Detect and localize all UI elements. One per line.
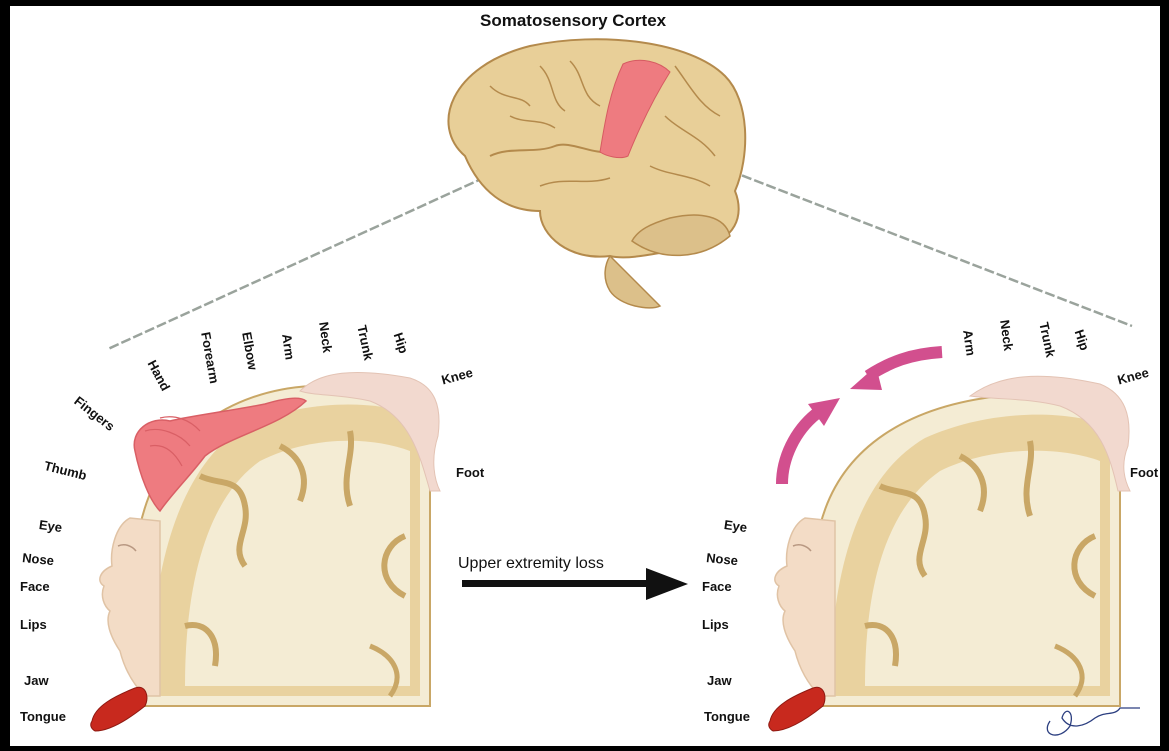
label-tongue-right: Tongue (704, 710, 750, 723)
arrow-label: Upper extremity loss (458, 556, 604, 572)
label-lips: Lips (20, 618, 47, 631)
label-neck-right: Neck (998, 319, 1015, 352)
label-eye-right: Eye (723, 518, 748, 534)
tongue-representation-right (769, 687, 825, 731)
face-representation-right (775, 518, 835, 696)
label-face: Face (20, 580, 50, 593)
illustration (10, 6, 1160, 746)
label-jaw-right: Jaw (707, 674, 732, 687)
label-foot: Foot (456, 466, 484, 479)
label-face-right: Face (702, 580, 732, 593)
label-nose: Nose (22, 551, 55, 567)
label-tongue: Tongue (20, 710, 66, 723)
label-lips-right: Lips (702, 618, 729, 631)
diagram-title: Somatosensory Cortex (480, 12, 666, 29)
reorg-arrow-2 (782, 414, 816, 484)
tongue-representation (91, 687, 147, 731)
label-foot-right: Foot (1130, 466, 1158, 479)
brain-illustration (448, 39, 745, 308)
label-eye: Eye (38, 518, 63, 534)
label-jaw: Jaw (24, 674, 49, 687)
label-arm: Arm (280, 333, 296, 361)
label-neck: Neck (317, 321, 334, 354)
label-arm-right: Arm (961, 329, 977, 357)
reorg-arrow-1 (868, 352, 942, 376)
right-cortex-section (769, 352, 1130, 731)
diagram-canvas: Somatosensory Cortex Upper extremity los… (10, 6, 1160, 746)
label-nose-right: Nose (706, 551, 739, 567)
left-cortex-section (91, 372, 440, 731)
artist-signature (1047, 708, 1140, 735)
transition-arrow (462, 568, 688, 600)
face-representation (100, 518, 160, 696)
